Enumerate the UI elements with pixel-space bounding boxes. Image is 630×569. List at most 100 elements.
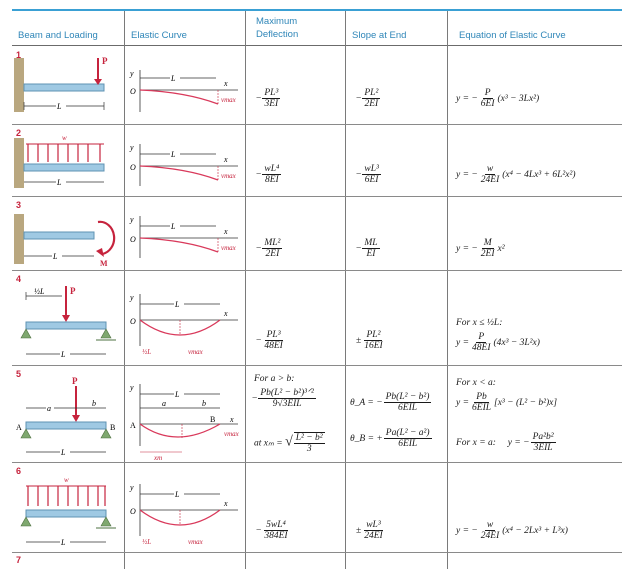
row-number: 2 — [16, 128, 22, 138]
svg-text:x: x — [229, 415, 234, 424]
svg-text:xm: xm — [153, 454, 162, 462]
load-label: w — [62, 134, 67, 142]
row-number: 6 — [16, 466, 22, 476]
svg-text:L: L — [170, 150, 176, 159]
svg-text:x: x — [223, 79, 228, 88]
svg-text:A: A — [130, 421, 136, 430]
elastic-curve-diagram: y A x L a b B vmax xm — [129, 383, 240, 462]
row-divider — [12, 462, 622, 463]
svg-text:L: L — [170, 74, 176, 83]
span-label: L — [56, 102, 62, 111]
header-equation: Equation of Elastic Curve — [459, 30, 566, 41]
row-divider — [12, 270, 622, 271]
svg-text:O: O — [130, 317, 136, 326]
svg-text:vmax: vmax — [224, 430, 240, 438]
load-label: P — [70, 286, 76, 296]
header-curve: Elastic Curve — [131, 30, 187, 41]
header-beam: Beam and Loading — [18, 30, 98, 41]
header-deflection: Maximum Deflection — [256, 16, 299, 40]
svg-text:x: x — [223, 499, 228, 508]
row-divider — [12, 552, 622, 553]
row-divider — [12, 124, 622, 125]
svg-text:O: O — [130, 235, 136, 244]
svg-text:vmax: vmax — [188, 348, 204, 356]
svg-text:L: L — [56, 178, 62, 187]
row-number: 1 — [16, 50, 22, 60]
max-deflection-condition: For a > b: — [254, 374, 295, 384]
row-number: 3 — [16, 200, 22, 210]
svg-text:L: L — [60, 448, 66, 457]
svg-text:x: x — [223, 155, 228, 164]
svg-text:y: y — [129, 215, 134, 224]
slope-at-a: θ_A = −Pb(L² − b²)6EIL — [350, 392, 432, 414]
row-divider — [12, 196, 622, 197]
load-label: M — [100, 259, 108, 268]
svg-text:y: y — [129, 383, 134, 392]
svg-text:L: L — [174, 300, 180, 309]
elastic-curve-condition: For x ≤ ½L: — [456, 318, 503, 328]
simply-supported-uniform-load-diagram: w L — [20, 476, 116, 547]
svg-text:L: L — [174, 490, 180, 499]
cantilever-moment-diagram: M L — [14, 214, 116, 268]
elastic-curve-diagram: y O x L vmax — [129, 69, 238, 112]
row-number: 7 — [16, 555, 22, 565]
elastic-curve-diagram: y O x L ½L vmax — [129, 483, 238, 546]
svg-text:O: O — [130, 507, 136, 516]
column-divider — [447, 11, 448, 569]
svg-text:O: O — [130, 163, 136, 172]
svg-text:vmax: vmax — [188, 538, 204, 546]
svg-text:y: y — [129, 69, 134, 78]
elastic-curve-diagram: y O x L vmax — [129, 143, 238, 186]
svg-text:a: a — [47, 404, 51, 413]
svg-text:A: A — [16, 423, 22, 432]
svg-text:½L: ½L — [142, 538, 151, 546]
svg-text:vmax: vmax — [221, 244, 237, 252]
svg-text:x: x — [223, 227, 228, 236]
column-divider — [124, 11, 125, 569]
svg-text:B: B — [210, 415, 215, 424]
column-divider — [245, 11, 246, 569]
svg-text:O: O — [130, 87, 136, 96]
elastic-curve-condition: For x < a: — [456, 378, 496, 388]
elastic-curve-diagram: y O x L ½L vmax — [129, 293, 238, 356]
svg-text:b: b — [202, 399, 206, 408]
svg-text:a: a — [162, 399, 166, 408]
row-number: 4 — [16, 274, 22, 284]
svg-text:x: x — [223, 309, 228, 318]
svg-text:L: L — [174, 390, 180, 399]
svg-text:vmax: vmax — [221, 96, 237, 104]
slope-at-b: θ_B = +Pa(L² − a²)6EIL — [350, 428, 432, 450]
row-divider — [12, 365, 622, 366]
column-divider — [345, 11, 346, 569]
svg-text:½L: ½L — [34, 287, 45, 296]
load-label: P — [102, 56, 108, 66]
svg-text:vmax: vmax — [221, 172, 237, 180]
row-number: 5 — [16, 369, 22, 379]
svg-text:L: L — [52, 252, 58, 261]
load-label: w — [64, 476, 69, 484]
header-slope: Slope at End — [352, 30, 407, 41]
svg-text:½L: ½L — [142, 348, 151, 356]
simply-supported-offset-load-diagram: P a b A B L — [16, 376, 115, 457]
svg-text:y: y — [129, 143, 134, 152]
svg-text:B: B — [110, 423, 115, 432]
load-label: P — [72, 376, 78, 386]
